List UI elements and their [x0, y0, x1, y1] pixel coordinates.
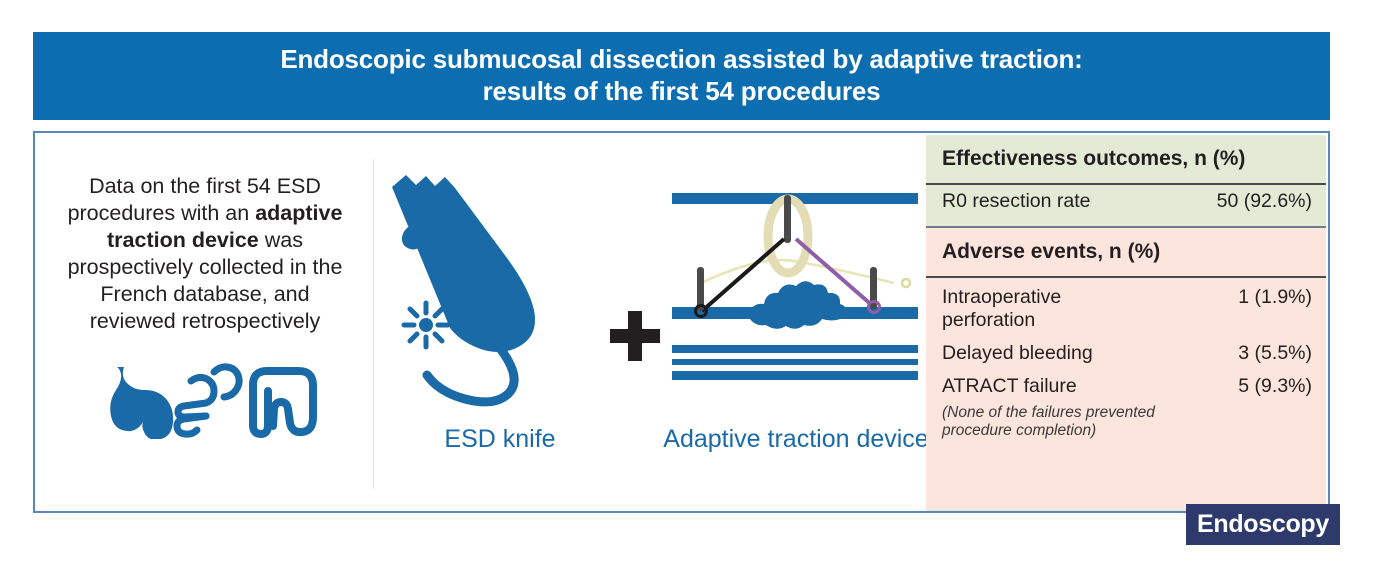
muscle-layer-2 [672, 359, 918, 365]
center-illustration-area: ESD knife Adaptive traction device [374, 135, 930, 511]
traction-device-caption: Adaptive traction device [663, 425, 929, 453]
endoscopy-badge-label: Endoscopy [1196, 510, 1330, 538]
adverse-events-heading: Adverse events, n (%) [942, 240, 1161, 263]
lesion-tissue [748, 281, 847, 329]
intraoperative-perforation-value: 1 (1.9%) [1238, 286, 1312, 308]
table-row: ATRACT failure 5 (9.3%) [926, 370, 1326, 403]
results-panel: Effectiveness outcomes, n (%) R0 resecti… [926, 135, 1326, 511]
adverse-events-section: Adverse events, n (%) Intraoperative per… [926, 228, 1326, 511]
effectiveness-heading-rule [926, 183, 1326, 185]
upper-clip [784, 195, 791, 243]
table-row: R0 resection rate 50 (92.6%) [926, 185, 1326, 218]
r0-resection-value: 50 (92.6%) [1216, 190, 1312, 212]
left-column: Data on the first 54 ESD procedures with… [37, 135, 373, 511]
effectiveness-heading: Effectiveness outcomes, n (%) [942, 147, 1246, 170]
study-summary-text: Data on the first 54 ESD procedures with… [55, 173, 355, 335]
adaptive-traction-device-diagram [672, 193, 918, 380]
spark-icon [401, 300, 451, 350]
left-clip [697, 267, 704, 311]
traction-line-right [794, 237, 876, 309]
right-clip [870, 267, 877, 309]
adverse-section-filler [926, 440, 1326, 511]
delayed-bleeding-value: 3 (5.5%) [1238, 342, 1312, 364]
traction-line-left [700, 237, 786, 313]
adverse-events-note: (None of the failures prevented procedur… [942, 404, 1155, 439]
small-intestine-icon [173, 363, 243, 439]
atract-failure-value: 5 (9.3%) [1238, 375, 1312, 397]
title-banner: Endoscopic submucosal dissection assiste… [33, 32, 1330, 120]
esd-knife-caption: ESD knife [444, 425, 556, 453]
summary-part-2: was prospectively collected in the Frenc… [67, 228, 343, 334]
esd-knife-icon [392, 175, 536, 407]
atract-failure-label: ATRACT failure [942, 375, 1077, 397]
muscle-layer-3 [672, 371, 918, 380]
table-row: Delayed bleeding 3 (5.5%) [926, 337, 1326, 370]
content-box: Data on the first 54 ESD procedures with… [33, 131, 1330, 513]
colon-icon [249, 367, 317, 439]
title-line-2: results of the first 54 procedures [482, 76, 881, 106]
effectiveness-section: Effectiveness outcomes, n (%) R0 resecti… [926, 135, 1326, 226]
endoscopy-journal-badge: Endoscopy [1186, 504, 1340, 545]
adverse-heading-rule [926, 276, 1326, 278]
table-row: Intraoperative perforation 1 (1.9%) [926, 278, 1326, 337]
r0-resection-label: R0 resection rate [942, 190, 1091, 212]
plus-icon [610, 311, 660, 361]
muscle-layer-1 [672, 345, 918, 353]
stomach-icon [110, 367, 174, 440]
organ-icons-group [110, 363, 317, 440]
summary-highlight: adaptive traction device [107, 201, 343, 253]
delayed-bleeding-label: Delayed bleeding [942, 342, 1093, 364]
elastic-thread [700, 258, 895, 285]
title-line-1: Endoscopic submucosal dissection assiste… [280, 44, 1083, 75]
summary-part-1: Data on the first 54 ESD procedures with… [67, 174, 321, 226]
intraoperative-perforation-label: Intraoperative perforation [942, 286, 1062, 331]
section-separator-rule [926, 226, 1326, 228]
column-divider [373, 159, 374, 489]
